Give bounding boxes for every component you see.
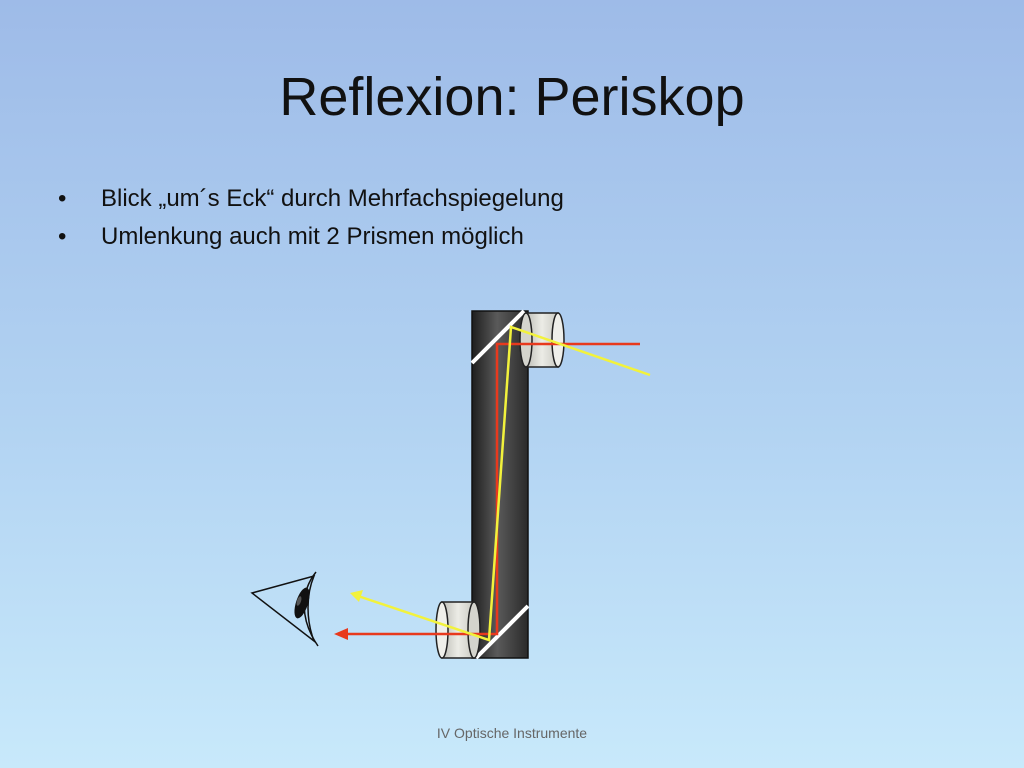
slide-footer: IV Optische Instrumente [436,725,588,741]
red-ray-arrowhead [334,628,348,640]
bottom-mirror [474,604,530,660]
top-lens [519,312,565,368]
yellow-ray [357,325,651,642]
yellow-ray-arrowhead [350,590,363,602]
red-ray [345,342,640,636]
bullet-text: Blick „um´s Eck“ durch Mehrfachspiegelun… [101,185,564,212]
bullet-text: Umlenkung auch mit 2 Prismen möglich [101,223,524,250]
bullet-item: • Umlenkung auch mit 2 Prismen möglich [58,218,564,256]
eye-icon [250,571,319,647]
bullet-list: • Blick „um´s Eck“ durch Mehrfachspiegel… [58,180,564,256]
bullet-dot: • [58,223,67,250]
slide-title: Reflexion: Periskop [279,67,745,127]
bullet-dot: • [58,185,67,212]
bullet-item: • Blick „um´s Eck“ durch Mehrfachspiegel… [58,180,564,218]
top-mirror [470,309,526,365]
